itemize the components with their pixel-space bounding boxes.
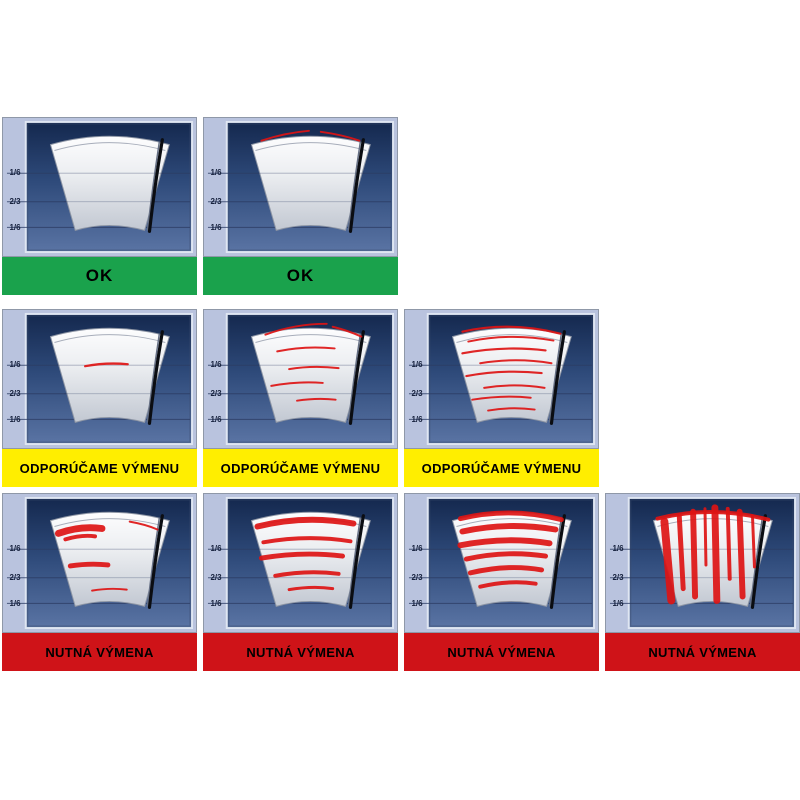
status-band-replacement-recommended: ODPORÚČAME VÝMENU (2, 449, 197, 487)
gauge-marker-middle: 2/3 (411, 389, 423, 398)
wiper-test-cell-replacement-recommended-1: 1/6 2/3 1/6 ODPORÚČAME VÝMENU (2, 309, 197, 487)
row-ok: 1/6 2/3 1/6 OK 1/6 2/3 1/6 OK (0, 117, 800, 295)
windshield-illustration (606, 494, 799, 632)
status-band-replacement-required: NUTNÁ VÝMENA (203, 633, 398, 671)
windshield-illustration (3, 310, 196, 448)
gauge-marker-middle: 2/3 (612, 573, 624, 582)
windshield-illustration (204, 118, 397, 256)
windshield-illustration (405, 310, 598, 448)
gauge-marker-bottom: 1/6 (210, 599, 222, 608)
gauge-marker-bottom: 1/6 (612, 599, 624, 608)
windshield-illustration (204, 310, 397, 448)
gauge-marker-bottom: 1/6 (210, 223, 222, 232)
gauge-marker-top: 1/6 (411, 544, 423, 553)
gauge-marker-top: 1/6 (411, 360, 423, 369)
status-band-replacement-required: NUTNÁ VÝMENA (605, 633, 800, 671)
windshield-panel: 1/6 2/3 1/6 (2, 117, 197, 257)
wiper-test-cell-replacement-required-3: 1/6 2/3 1/6 NUTNÁ VÝMENA (404, 493, 599, 671)
status-label: ODPORÚČAME VÝMENU (421, 460, 582, 476)
windshield-panel: 1/6 2/3 1/6 (404, 309, 599, 449)
status-band-replacement-recommended: ODPORÚČAME VÝMENU (404, 449, 599, 487)
gauge-marker-top: 1/6 (210, 360, 222, 369)
status-label: OK (286, 266, 315, 285)
wear-streaks (254, 516, 357, 592)
status-label: NUTNÁ VÝMENA (45, 644, 154, 660)
windshield-illustration (3, 118, 196, 256)
gauge-marker-middle: 2/3 (9, 197, 21, 206)
windshield-illustration (405, 494, 598, 632)
gauge-marker-middle: 2/3 (210, 197, 222, 206)
gauge-marker-bottom: 1/6 (9, 599, 21, 608)
gauge-marker-middle: 2/3 (9, 389, 21, 398)
windshield-panel: 1/6 2/3 1/6 (2, 309, 197, 449)
gauge-marker-middle: 2/3 (411, 573, 423, 582)
wiper-test-cell-ok-1: 1/6 2/3 1/6 OK (2, 117, 197, 295)
gauge-marker-top: 1/6 (210, 544, 222, 553)
wiper-test-cell-replacement-recommended-3: 1/6 2/3 1/6 ODPORÚČAME VÝMENU (404, 309, 599, 487)
windshield-illustration (3, 494, 196, 632)
gauge-marker-top: 1/6 (9, 544, 21, 553)
status-label: NUTNÁ VÝMENA (648, 644, 757, 660)
gauge-marker-bottom: 1/6 (411, 599, 423, 608)
wear-streaks (461, 325, 562, 412)
windshield-panel: 1/6 2/3 1/6 (203, 493, 398, 633)
gauge-marker-bottom: 1/6 (9, 415, 21, 424)
gauge-marker-top: 1/6 (612, 544, 624, 553)
windshield-panel: 1/6 2/3 1/6 (404, 493, 599, 633)
status-band-replacement-recommended: ODPORÚČAME VÝMENU (203, 449, 398, 487)
row-replacement-recommended: 1/6 2/3 1/6 ODPORÚČAME VÝMENU 1/6 2/3 1/… (0, 309, 800, 487)
windshield-panel: 1/6 2/3 1/6 (2, 493, 197, 633)
gauge-marker-top: 1/6 (9, 168, 21, 177)
status-label: ODPORÚČAME VÝMENU (220, 460, 381, 476)
status-band-ok: OK (2, 257, 197, 295)
gauge-marker-middle: 2/3 (210, 573, 222, 582)
gauge-marker-top: 1/6 (9, 360, 21, 369)
status-band-replacement-required: NUTNÁ VÝMENA (2, 633, 197, 671)
gauge-marker-middle: 2/3 (9, 573, 21, 582)
row-replacement-required: 1/6 2/3 1/6 NUTNÁ VÝMENA 1/6 2/3 1/6 NUT… (0, 493, 800, 671)
status-band-replacement-required: NUTNÁ VÝMENA (404, 633, 599, 671)
wear-streaks (54, 520, 159, 592)
wear-streaks (264, 322, 363, 402)
status-label: ODPORÚČAME VÝMENU (19, 460, 180, 476)
wear-streaks (457, 510, 564, 589)
status-band-ok: OK (203, 257, 398, 295)
gauge-marker-middle: 2/3 (210, 389, 222, 398)
wiper-test-cell-replacement-required-4: 1/6 2/3 1/6 NUTNÁ VÝMENA (605, 493, 800, 671)
gauge-marker-top: 1/6 (210, 168, 222, 177)
status-label: NUTNÁ VÝMENA (246, 644, 355, 660)
wiper-test-cell-replacement-required-1: 1/6 2/3 1/6 NUTNÁ VÝMENA (2, 493, 197, 671)
wiper-test-cell-replacement-recommended-2: 1/6 2/3 1/6 ODPORÚČAME VÝMENU (203, 309, 398, 487)
wear-streaks (260, 129, 361, 142)
wear-streaks (655, 504, 771, 605)
windshield-panel: 1/6 2/3 1/6 (605, 493, 800, 633)
gauge-marker-bottom: 1/6 (411, 415, 423, 424)
status-label: OK (85, 266, 114, 285)
gauge-marker-bottom: 1/6 (210, 415, 222, 424)
gauge-marker-bottom: 1/6 (9, 223, 21, 232)
wiper-test-cell-ok-2: 1/6 2/3 1/6 OK (203, 117, 398, 295)
wiper-test-cell-replacement-required-2: 1/6 2/3 1/6 NUTNÁ VÝMENA (203, 493, 398, 671)
windshield-illustration (204, 494, 397, 632)
windshield-panel: 1/6 2/3 1/6 (203, 309, 398, 449)
wear-streaks (84, 362, 129, 368)
status-label: NUTNÁ VÝMENA (447, 644, 556, 660)
windshield-panel: 1/6 2/3 1/6 (203, 117, 398, 257)
